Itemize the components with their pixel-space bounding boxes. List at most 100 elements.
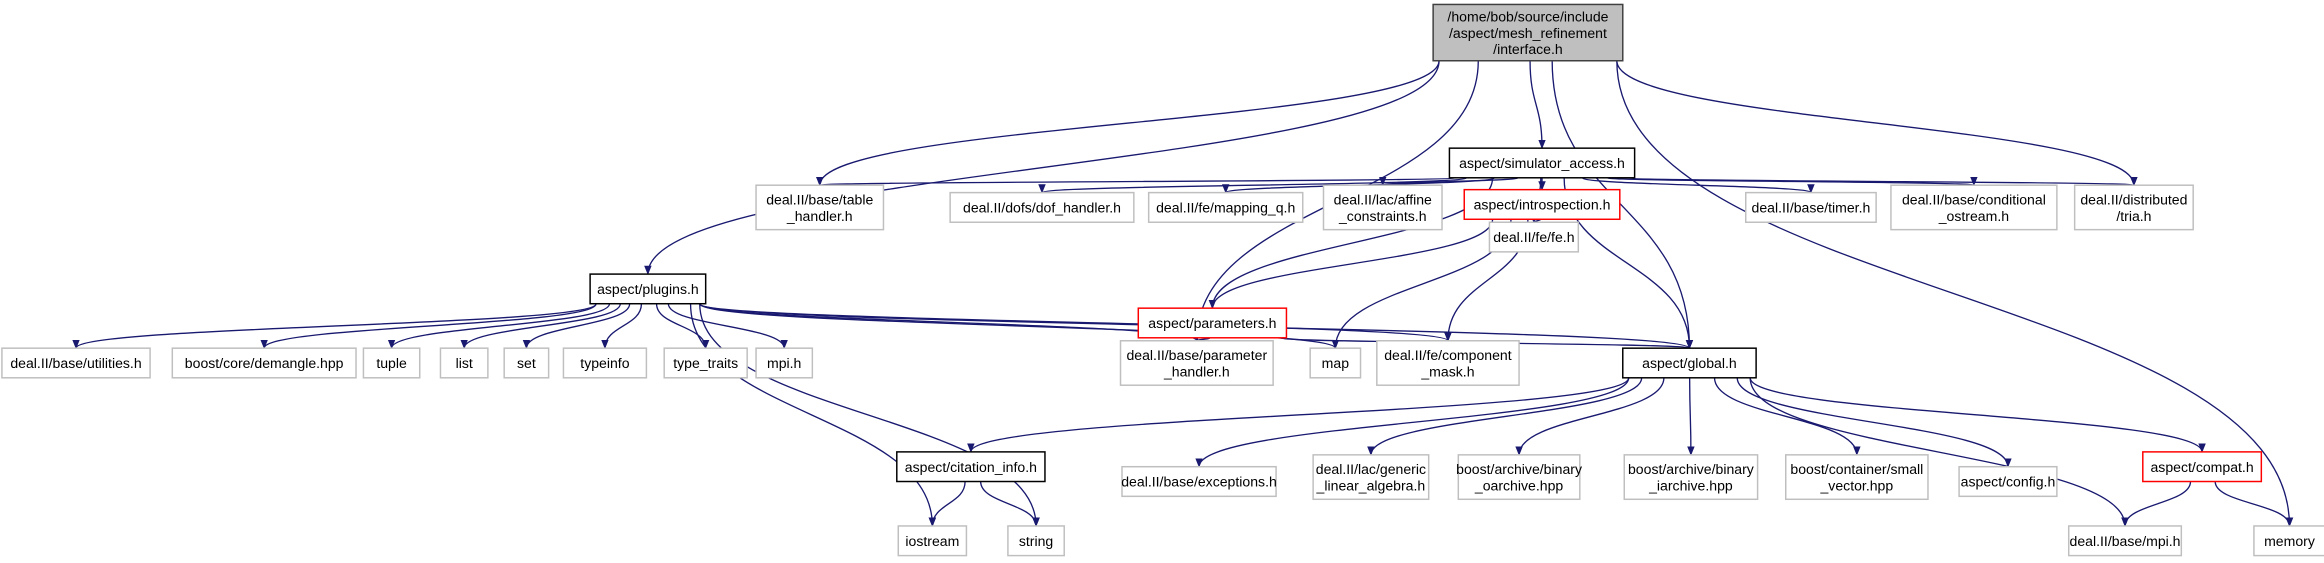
node-box [2073,184,2194,231]
edge-introspection-to-parameters [1208,219,1494,310]
node-label: memory [2264,533,2315,549]
edge-plugins-to-map [699,303,1339,350]
node-label: iostream [905,533,959,549]
node-parameter-handler: deal.II/base/parameter_handler.h [1119,340,1274,386]
node-mpi-h: mpi.h [755,347,814,379]
edge-plugins-to-component_mask [699,303,1452,342]
node-introspection[interactable]: aspect/introspection.h [1463,188,1621,221]
node-box [1890,184,2058,231]
node-compat[interactable]: aspect/compat.h [2142,451,2263,483]
node-plugins[interactable]: aspect/plugins.h [589,273,707,305]
node-box [2253,525,2324,557]
node-box [1,347,151,379]
node-box [2067,525,2183,557]
node-box [1121,465,1277,498]
node-mapping-q: deal.II/fe/mapping_q.h [1147,191,1304,223]
node-string: string [1007,525,1065,557]
node-box [663,347,748,379]
node-box [1958,465,2058,498]
node-box [1119,340,1274,386]
node-label: aspect/global.h [1642,355,1737,371]
node-map: map [1309,347,1362,379]
node-box [503,347,550,379]
node-small-vector: boost/container/small_vector.hpp [1785,454,1929,501]
node-box [2142,451,2263,483]
edge-compat-to-base_mpi [2121,481,2192,527]
node-tuple: tuple [362,347,421,379]
nodes-layer: /home/bob/source/include/aspect/mesh_ref… [1,3,2324,557]
edge-plugins-to-set [522,303,631,350]
node-tria: deal.II/distributed/tria.h [2073,184,2194,231]
edge-introspection-to-map [1331,219,1512,350]
node-dof-handler: deal.II/dofs/dof_handler.h [949,191,1135,223]
node-iarchive: boost/archive/binary_iarchive.hpp [1623,454,1759,501]
edge-simulator_access-to-timer [1581,177,1815,194]
node-label: type_traits [673,355,738,371]
edge-interface-to-global [1551,60,1694,350]
node-label: typeinfo [580,355,629,371]
node-box [562,347,648,379]
edge-plugins-to-parameter_handler [699,303,1201,342]
node-box [439,347,489,379]
node-box [1623,454,1759,501]
node-box [755,184,885,231]
edge-global-to-generic [1367,377,1643,456]
node-iostream: iostream [897,525,968,557]
node-label: list [456,355,473,371]
edge-global-to-compat [1749,377,2206,453]
node-table-handler: deal.II/base/table_handler.h [755,184,885,231]
node-box [589,273,707,305]
edge-simulator_access-to-conditional_ostream [1606,176,1977,187]
edge-plugins-to-mpi_h [667,303,788,350]
node-simulator-access[interactable]: aspect/simulator_access.h [1448,147,1636,179]
node-label: boost/archive/binary [1628,461,1754,477]
edge-global-to-small_vector [1713,377,1861,456]
node-component-mask: deal.II/fe/component_mask.h [1376,340,1520,386]
edge-global-to-base_mpi [1749,377,2129,527]
node-label: _linear_algebra.h [1316,477,1426,493]
node-label: aspect/citation_info.h [905,459,1037,475]
edge-plugins-to-list [460,303,622,350]
edge-simulator_access-to-tria [1628,176,2137,187]
node-label: deal.II/base/table [766,191,873,207]
node-box [896,451,1046,483]
edge-plugins-to-typeinfo [601,303,643,350]
node-citation-info[interactable]: aspect/citation_info.h [896,451,1046,483]
node-label: _vector.hpp [1820,477,1894,493]
node-label: aspect/config.h [1961,474,2056,490]
node-label: _handler.h [786,208,853,224]
node-box [1147,191,1304,223]
node-base-mpi: deal.II/base/mpi.h [2067,525,2183,557]
node-box [1322,184,1443,231]
node-label: deal.II/base/conditional [1902,191,2046,207]
node-box [1309,347,1362,379]
node-label: /home/bob/source/include [1447,8,1608,24]
node-interface[interactable]: /home/bob/source/include/aspect/mesh_ref… [1432,3,1624,62]
edge-interface-to-memory [1616,60,2294,527]
edge-global-to-oarchive [1515,377,1665,456]
edge-plugins-to-iostream [689,303,937,527]
edge-interface-to-plugins [644,60,1440,276]
edge-simulator_access-to-table_handler [817,176,1457,187]
edge-interface-to-simulator_access [1529,60,1546,150]
edge-simulator_access-to-affine_constraints [1379,176,1519,187]
node-label: _handler.h [1163,363,1230,379]
node-box [1137,307,1288,339]
node-label: _iarchive.hpp [1648,477,1733,493]
node-label: /interface.h [1493,41,1563,57]
node-box [1448,147,1636,179]
edge-citation_info-to-string [979,481,1040,527]
node-type-traits: type_traits [663,347,748,379]
node-label: _oarchive.hpp [1474,477,1564,493]
node-label: deal.II/base/timer.h [1752,200,1871,216]
node-parameters[interactable]: aspect/parameters.h [1137,307,1288,339]
edge-plugins-to-demangle [260,303,597,350]
node-conditional-ostream: deal.II/base/conditional_ostream.h [1890,184,2058,231]
node-label: _constraints.h [1338,208,1427,224]
edge-global-to-config [1736,377,2012,468]
node-box [1457,454,1581,501]
node-global[interactable]: aspect/global.h [1622,347,1757,379]
node-label: deal.II/fe/component [1384,347,1512,363]
edges-layer [72,60,2294,527]
